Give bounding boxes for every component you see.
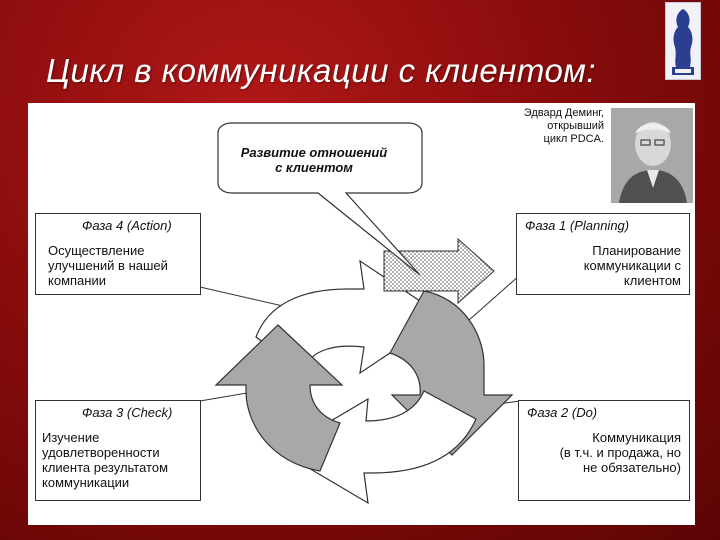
cycle-arrow-left [214,324,344,472]
phase-4-action-box: Фаза 4 (Action) Осуществление улучшений … [35,213,201,295]
phase-2-label: Фаза 2 (Do) [527,405,598,420]
slide-title: Цикл в коммуникации с клиентом: [46,52,597,89]
phase-1-planning-box: Фаза 1 (Planning) Планирование коммуника… [516,213,690,295]
deming-caption: Эдвард Деминг, открывший цикл PDCA. [523,107,604,145]
phase-4-description: Осуществление улучшений в нашей компании [48,243,168,288]
cycle-arrow-bottom [278,390,477,505]
phase-1-description: Планирование коммуникации с клиентом [583,243,681,288]
callout-bubble [217,122,423,276]
logo [665,2,701,80]
phase-2-do-box: Фаза 2 (Do) Коммуникация (в т.ч. и прода… [518,400,690,501]
connector-line-planning [459,274,521,329]
pdca-diagram [199,122,521,505]
phase-1-label: Фаза 1 (Planning) [525,218,630,233]
phase-2-description: Коммуникация (в т.ч. и продажа, но не об… [559,430,681,475]
phase-4-label: Фаза 4 (Action) [82,218,172,233]
relationship-arrow [383,237,495,305]
deming-photo [611,108,693,203]
diagram-panel: Развитие отношений с клиентом Эдвард Дем… [28,103,695,525]
phase-3-check-box: Фаза 3 (Check) Изучение удовлетворенност… [35,400,201,501]
phase-3-description: Изучение удовлетворенности клиента резул… [42,430,169,490]
callout-text: Развитие отношений с клиентом [240,145,388,175]
phase-3-label: Фаза 3 (Check) [82,405,173,420]
